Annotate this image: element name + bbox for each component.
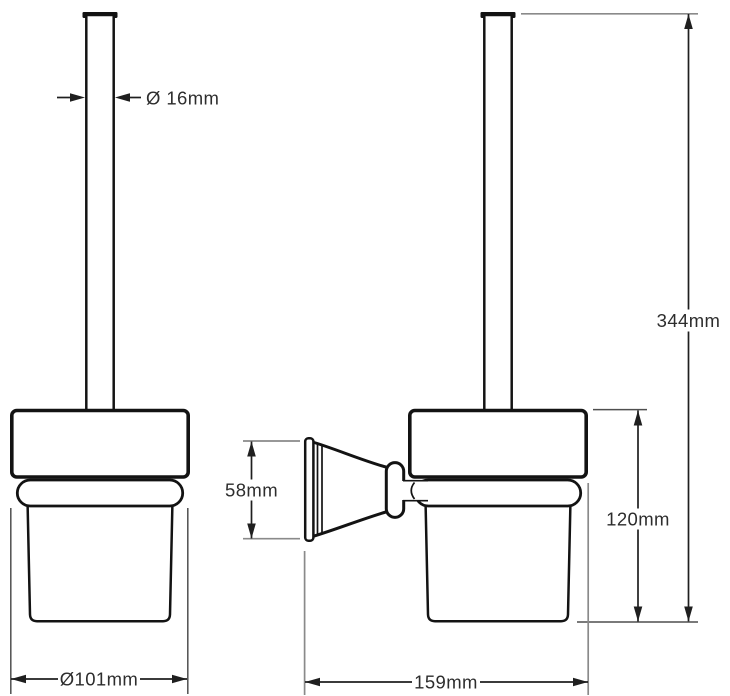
wall-mount xyxy=(303,437,428,542)
dimension-label: Ø 16mm xyxy=(146,88,219,109)
glass-cup xyxy=(424,498,572,623)
side-view xyxy=(303,12,588,623)
dim-overall-height: 344mm xyxy=(521,12,723,622)
mount-stem xyxy=(403,479,428,502)
glass-cup xyxy=(26,498,174,623)
arrowhead-left xyxy=(305,677,320,687)
cup-rim xyxy=(413,478,583,508)
dim-backplate-height: 58mm xyxy=(224,440,300,540)
arrowhead-right xyxy=(70,93,85,102)
dimension-label: 120mm xyxy=(606,509,670,530)
holder-collar xyxy=(10,408,190,479)
arrowhead-left xyxy=(11,674,26,684)
mount-stem-fill xyxy=(402,481,428,500)
arrowhead-up xyxy=(633,410,643,426)
arrowhead-down xyxy=(684,606,693,622)
wall-plate xyxy=(303,437,315,542)
dimension-label: 159mm xyxy=(414,672,478,693)
stem-inner-curve xyxy=(410,481,416,500)
arrowhead-right xyxy=(172,674,187,684)
dimension-label: 344mm xyxy=(657,310,721,331)
dimension-label: Ø101mm xyxy=(60,669,138,690)
dim-cup-diameter: Ø101mm xyxy=(10,508,189,694)
brush-handle xyxy=(483,13,513,414)
arrowhead-left xyxy=(115,93,130,102)
brush-handle xyxy=(85,13,115,414)
arrowhead-up xyxy=(247,441,256,457)
arrowhead-up xyxy=(684,14,693,29)
mount-ring xyxy=(384,461,406,519)
dim-depth: 159mm xyxy=(303,483,590,695)
front-view xyxy=(10,12,190,623)
arrowhead-right xyxy=(573,677,588,687)
arrowhead-down xyxy=(247,523,256,539)
arrowhead-down xyxy=(633,606,643,622)
dim-handle-diameter: Ø 16mm xyxy=(57,88,219,109)
dimension-label: 58mm xyxy=(225,480,278,501)
dim-holder-height: 120mm xyxy=(577,408,698,623)
cup-rim xyxy=(15,478,185,508)
holder-collar xyxy=(407,408,588,479)
